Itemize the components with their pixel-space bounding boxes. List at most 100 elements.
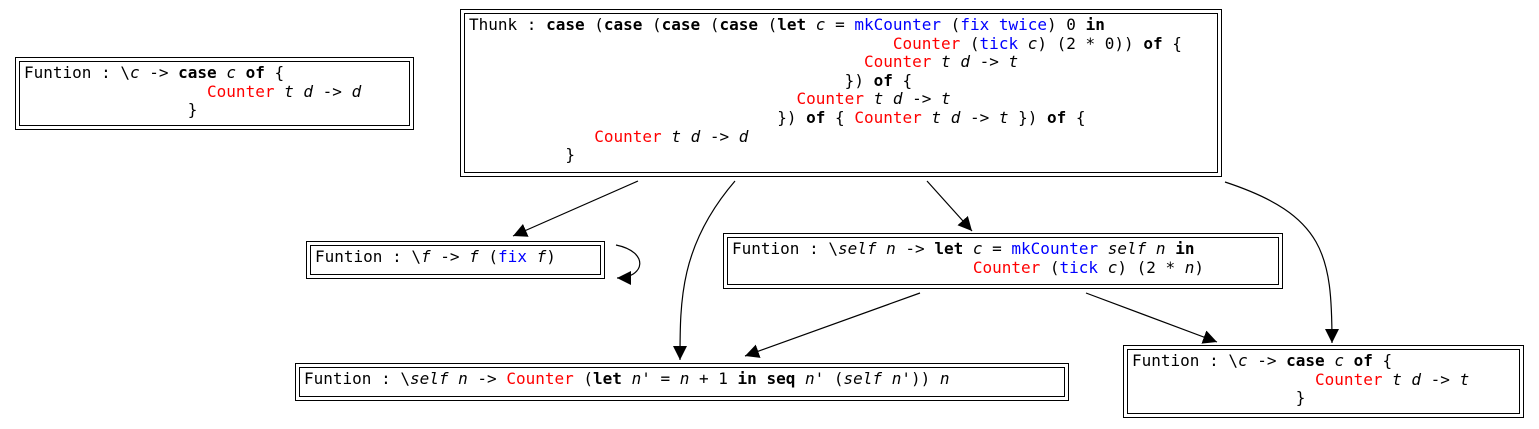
edge-thunk-to-fix xyxy=(512,180,639,237)
keyword: in xyxy=(737,369,757,388)
variable: c xyxy=(1027,33,1038,53)
code-text xyxy=(732,258,973,277)
code-text xyxy=(469,89,797,108)
code-text xyxy=(469,34,893,53)
code-text: Funtion : \ xyxy=(24,63,130,82)
variable: t xyxy=(1459,369,1470,389)
function-name: fix xyxy=(498,247,527,266)
code-text xyxy=(951,52,961,71)
keyword: case xyxy=(546,15,585,34)
code-text xyxy=(883,89,893,108)
keyword: of xyxy=(806,107,826,127)
function-name: twice xyxy=(998,15,1048,34)
node-function-case-d: Funtion : \c -> case c of { Counter t d … xyxy=(15,57,414,130)
function-name: fix xyxy=(960,15,990,34)
code-text: ( xyxy=(941,15,961,34)
code-text: ) (2 * xyxy=(1117,257,1185,277)
variable: n xyxy=(679,369,690,388)
code-text xyxy=(882,369,892,388)
code-text xyxy=(1382,370,1392,389)
variable: self xyxy=(837,239,877,258)
variable: n' xyxy=(805,369,825,388)
variable: t xyxy=(941,89,951,109)
code-text: + 1 xyxy=(689,369,738,388)
keyword: case xyxy=(178,63,217,82)
constructor: Counter xyxy=(506,369,574,388)
code-text: } xyxy=(469,145,575,165)
code-text xyxy=(1018,34,1028,53)
code-text xyxy=(1132,370,1315,389)
code-text: -> xyxy=(1247,351,1287,370)
constructor: Counter xyxy=(207,81,275,101)
code-text: Funtion : \ xyxy=(1132,351,1238,370)
code-text xyxy=(941,108,951,127)
code-text: -> xyxy=(895,239,935,258)
code-text: Funtion : \ xyxy=(732,239,838,258)
constructor: Counter xyxy=(796,89,864,109)
node-function-self-let: Funtion : \self n -> let c = mkCounter s… xyxy=(723,233,1283,289)
code-text xyxy=(931,52,941,71)
node-function-case-t-code: Funtion : \c -> case c of { Counter t d … xyxy=(1132,351,1470,408)
code-text xyxy=(806,15,816,34)
code-text xyxy=(622,369,632,388)
code-text: -> xyxy=(430,247,470,266)
variable: c xyxy=(226,63,236,82)
keyword: case xyxy=(1286,351,1325,370)
code-text xyxy=(963,239,973,258)
code-text: Thunk : xyxy=(469,15,547,34)
function-name: mkCounter xyxy=(1011,239,1099,258)
code-text xyxy=(1166,239,1176,258)
code-text: { xyxy=(1162,33,1182,53)
function-name: tick xyxy=(979,33,1019,53)
node-function-self-counter-code: Funtion : \self n -> Counter (let n' = n… xyxy=(304,369,950,389)
variable: t xyxy=(671,126,681,146)
variable: t xyxy=(931,107,942,127)
code-text xyxy=(1146,239,1156,258)
keyword: seq xyxy=(766,369,796,388)
code-text: -> xyxy=(467,369,507,388)
variable: c xyxy=(1237,351,1248,370)
code-text: -> xyxy=(700,126,739,146)
code-text: ( xyxy=(960,33,980,53)
code-text: }) xyxy=(1008,107,1048,127)
code-text: }) xyxy=(469,107,807,127)
variable: n xyxy=(458,369,468,388)
code-text xyxy=(1344,351,1354,370)
constructor: Counter xyxy=(854,107,922,127)
variable: d xyxy=(960,52,970,72)
keyword: in xyxy=(1085,15,1105,34)
code-text xyxy=(1098,258,1108,277)
code-text: { xyxy=(264,63,285,82)
variable: t xyxy=(941,52,951,72)
node-function-case-d-code: Funtion : \c -> case c of { Counter t d … xyxy=(24,63,361,120)
code-text xyxy=(864,89,874,108)
variable: n' xyxy=(631,369,651,388)
code-text: ( xyxy=(824,369,844,388)
code-text: ( xyxy=(478,247,499,266)
variable: d xyxy=(738,126,749,146)
keyword: of xyxy=(873,70,893,90)
code-text: Funtion : \ xyxy=(304,369,410,388)
node-function-case-t: Funtion : \c -> case c of { Counter t d … xyxy=(1123,345,1524,418)
variable: d xyxy=(950,107,961,127)
keyword: let xyxy=(777,15,807,34)
variable: n xyxy=(886,239,896,258)
keyword: let xyxy=(934,239,964,258)
code-text xyxy=(469,52,864,71)
node-function-self-let-code: Funtion : \self n -> let c = mkCounter s… xyxy=(732,239,1204,277)
variable: n' xyxy=(891,369,911,388)
code-text xyxy=(757,369,767,388)
code-text xyxy=(449,369,459,388)
code-text: ) (2 * 0)) xyxy=(1037,33,1144,53)
variable: f xyxy=(469,247,479,266)
keyword: of xyxy=(1143,33,1163,53)
code-text xyxy=(527,247,537,266)
variable: c xyxy=(972,239,983,258)
code-text: } xyxy=(24,100,198,120)
code-text xyxy=(989,15,999,34)
variable: d xyxy=(303,81,314,101)
code-text: ) xyxy=(546,247,556,266)
code-text xyxy=(217,63,227,82)
constructor: Counter xyxy=(863,52,932,72)
code-text: { xyxy=(892,70,913,90)
